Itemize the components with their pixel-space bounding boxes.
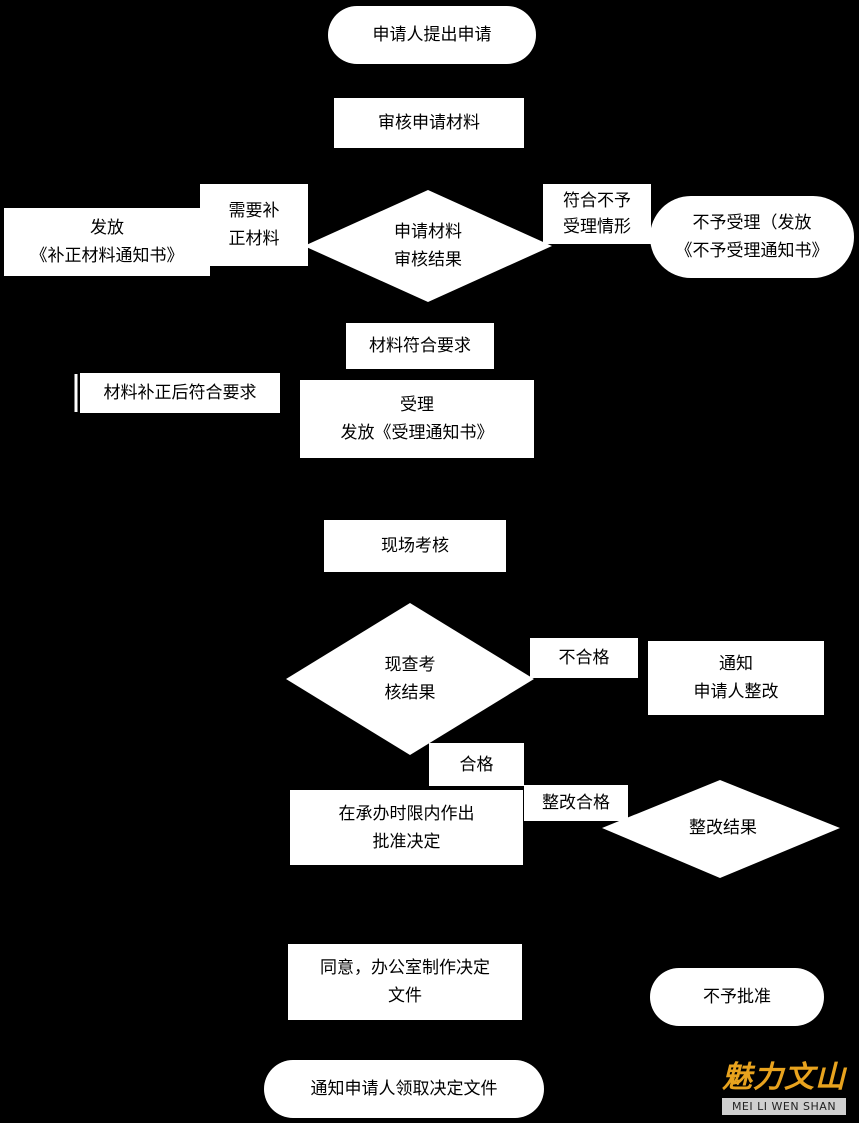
approval-decision-box: 在承办时限内作出 批准决定	[290, 790, 523, 865]
rectify-result-diamond	[602, 780, 840, 878]
site-inspection-box: 现场考核	[324, 520, 506, 572]
notify-collect-node: 通知申请人领取决定文件	[264, 1060, 544, 1118]
review-materials-box: 审核申请材料	[334, 98, 524, 148]
label-not-meet: 符合不予 受理情形	[543, 184, 651, 244]
review-result-text: 申请材料 审核结果	[394, 222, 462, 270]
label-materials-ok: 材料符合要求	[346, 323, 494, 369]
issue-correction-box: 发放 《补正材料通知书》	[4, 208, 210, 276]
office-document-box: 同意，办公室制作决定 文件	[288, 944, 522, 1020]
label-rectified-pass: 整改合格	[524, 785, 628, 821]
start-node: 申请人提出申请	[328, 6, 536, 64]
not-approved-node: 不予批准	[650, 968, 824, 1026]
notify-rectify-box: 通知 申请人整改	[648, 641, 824, 715]
review-result-diamond	[304, 190, 552, 302]
label-pass: 合格	[429, 743, 524, 786]
inspection-result-diamond	[286, 603, 534, 755]
logo-english-text: MEI LI WEN SHAN	[722, 1098, 846, 1115]
rectify-result-text: 整改结果	[689, 818, 757, 838]
meili-wenshan-logo: 魅力文山 MEI LI WEN SHAN	[720, 1052, 848, 1118]
arrowhead-approval	[524, 823, 534, 833]
logo-chinese-text: 魅力文山	[722, 1060, 846, 1095]
label-fail: 不合格	[530, 638, 638, 678]
accept-box: 受理 发放《受理通知书》	[300, 380, 534, 458]
label-need-supplement: 需要补 正材料	[200, 184, 308, 266]
reject-acceptance-node: 不予受理（发放 《不予受理通知书》	[650, 196, 854, 278]
inspection-result-text: 现查考 核结果	[384, 655, 436, 703]
label-after-supplement: 材料补正后符合要求	[80, 373, 280, 413]
